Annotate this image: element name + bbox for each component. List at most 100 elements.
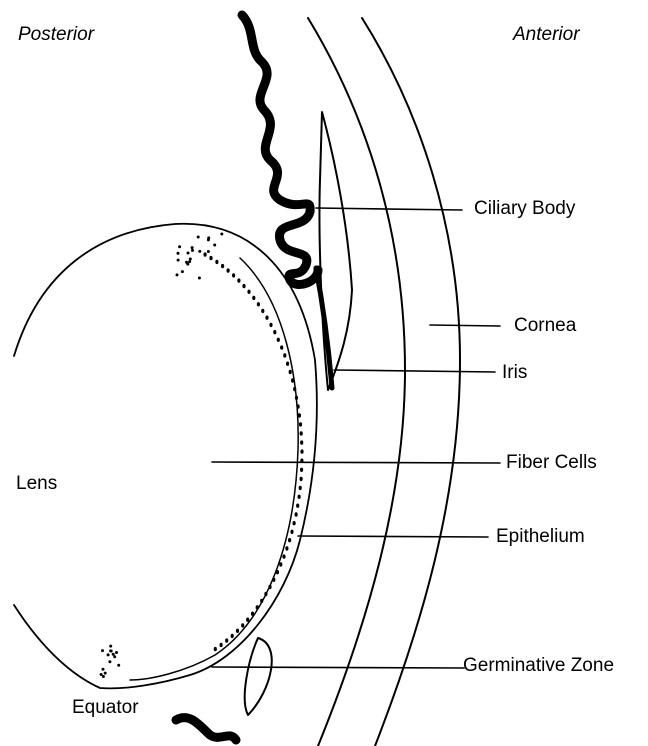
ciliary-body-lower: [176, 718, 236, 740]
cornea-outer-curve: [362, 18, 460, 746]
epithelium-cell-dot: [277, 338, 280, 342]
germinative-cell-dot: [178, 245, 181, 248]
epithelium-cell-dot: [246, 618, 249, 622]
germinative-cell-dot: [104, 672, 107, 675]
germinative-cell-dot: [108, 660, 111, 663]
epithelium-cells: [204, 252, 304, 651]
epithelium-cell-dot: [300, 468, 303, 472]
epithelium-cell-dot: [242, 284, 245, 288]
epithelium-cell-dot: [265, 316, 268, 320]
epithelium-cell-dot: [300, 449, 303, 453]
posterior-label: Posterior: [18, 25, 94, 44]
epithelium-label: Epithelium: [496, 527, 585, 546]
germinative-cell-dot: [101, 649, 104, 652]
ciliary-body-label: Ciliary Body: [474, 199, 575, 218]
epithelium-cell-dot: [288, 538, 291, 542]
germinative-cell-dot: [107, 653, 110, 656]
equator-label: Equator: [72, 698, 139, 717]
germinative-cell-dot: [115, 651, 118, 654]
anterior-label: Anterior: [513, 25, 580, 44]
epithelium-cell-dot: [293, 521, 296, 525]
epithelium-cell-dot: [282, 554, 285, 558]
epithelium-cell-dot: [231, 634, 234, 638]
epithelium-cell-dot: [261, 309, 264, 313]
epithelium-cell-dot: [237, 278, 240, 282]
germinative-cell-dot: [112, 653, 115, 656]
germinative-cell-dot: [213, 244, 216, 247]
epithelium-cell-dot: [264, 592, 267, 596]
epithelium-cell-dot: [290, 530, 293, 534]
germinative-cell-dot: [220, 233, 223, 236]
epithelium-cell-dot: [297, 404, 300, 408]
germinative-cell-dot: [176, 273, 179, 276]
epithelium-cell-dot: [279, 562, 282, 566]
germinative-cell-dot: [117, 664, 120, 667]
epithelium-cell-dot: [256, 605, 259, 609]
leader-germinative-zone: [212, 667, 464, 668]
epithelium-cell-dot: [285, 546, 288, 550]
germinative-cells: [100, 233, 224, 679]
germinative-cell-dot: [177, 252, 180, 255]
germinative-cell-dot: [198, 250, 201, 253]
iris-label: Iris: [502, 363, 527, 382]
epithelium-cell-dot: [260, 599, 263, 603]
epithelium-cell-dot: [293, 387, 296, 391]
germinative-cell-dot: [181, 270, 184, 273]
epithelium-cell-dot: [220, 643, 223, 647]
epithelium-cell-dot: [300, 440, 303, 444]
germinative-cell-dot: [187, 252, 190, 255]
epithelium-cell-dot: [257, 302, 260, 306]
germinative-cell-dot: [102, 668, 105, 671]
epithelium-cell-dot: [298, 495, 301, 499]
germinative-cell-dot: [110, 650, 113, 653]
germinative-cell-dot: [188, 260, 191, 263]
epithelium-cell-dot: [214, 647, 217, 651]
epithelium-cell-dot: [247, 290, 250, 294]
epithelium-cell-dot: [283, 353, 286, 357]
epithelium-cell-dot: [276, 570, 279, 574]
iris-outline: [319, 112, 352, 390]
epithelium-cell-dot: [286, 362, 289, 366]
epithelium-cell-dot: [300, 431, 303, 435]
epithelium-cell-dot: [252, 296, 255, 300]
germinative-cell-dot: [100, 673, 103, 676]
leader-ciliary-body: [316, 208, 462, 210]
epithelium-cell-dot: [296, 504, 299, 508]
epithelium-cell-dot: [241, 623, 244, 627]
epithelium-cell-dot: [269, 323, 272, 327]
germinative-zone-label: Germinative Zone: [463, 656, 614, 675]
lower-iris-outline: [245, 638, 272, 715]
epithelium-cell-dot: [298, 413, 301, 417]
leader-cornea: [430, 325, 500, 326]
germinative-cell-dot: [189, 258, 192, 261]
cornea-label: Cornea: [514, 316, 576, 335]
epithelium-cell-dot: [295, 512, 298, 516]
epithelium-cell-dot: [251, 612, 254, 616]
lens-label: Lens: [16, 474, 57, 493]
epithelium-cell-dot: [289, 370, 292, 374]
epithelium-cell-dot: [295, 396, 298, 400]
germinative-cell-dot: [109, 645, 112, 648]
lens-outline: [14, 224, 317, 689]
epithelium-cell-dot: [221, 264, 224, 268]
germinative-cell-dot: [191, 246, 194, 249]
germinative-cell-dot: [177, 259, 180, 262]
germinative-cell-dot: [191, 249, 194, 252]
epithelium-cell-dot: [299, 486, 302, 490]
epithelium-cell-dot: [227, 268, 230, 272]
epithelium-cell-dot: [300, 477, 303, 481]
epithelium-cell-dot: [225, 638, 228, 642]
germinative-cell-dot: [102, 675, 105, 678]
germinative-cell-dot: [198, 277, 201, 280]
germinative-cell-dot: [113, 655, 116, 658]
fiber-cells-label: Fiber Cells: [506, 453, 597, 472]
epithelium-cell-dot: [232, 273, 235, 277]
epithelium-cell-dot: [299, 422, 302, 426]
epithelium-cell-dot: [215, 260, 218, 264]
leader-epithelium: [298, 536, 488, 537]
leader-fiber-cells: [212, 462, 500, 463]
germinative-cell-dot: [197, 236, 200, 239]
germinative-cell-dot: [207, 250, 210, 253]
